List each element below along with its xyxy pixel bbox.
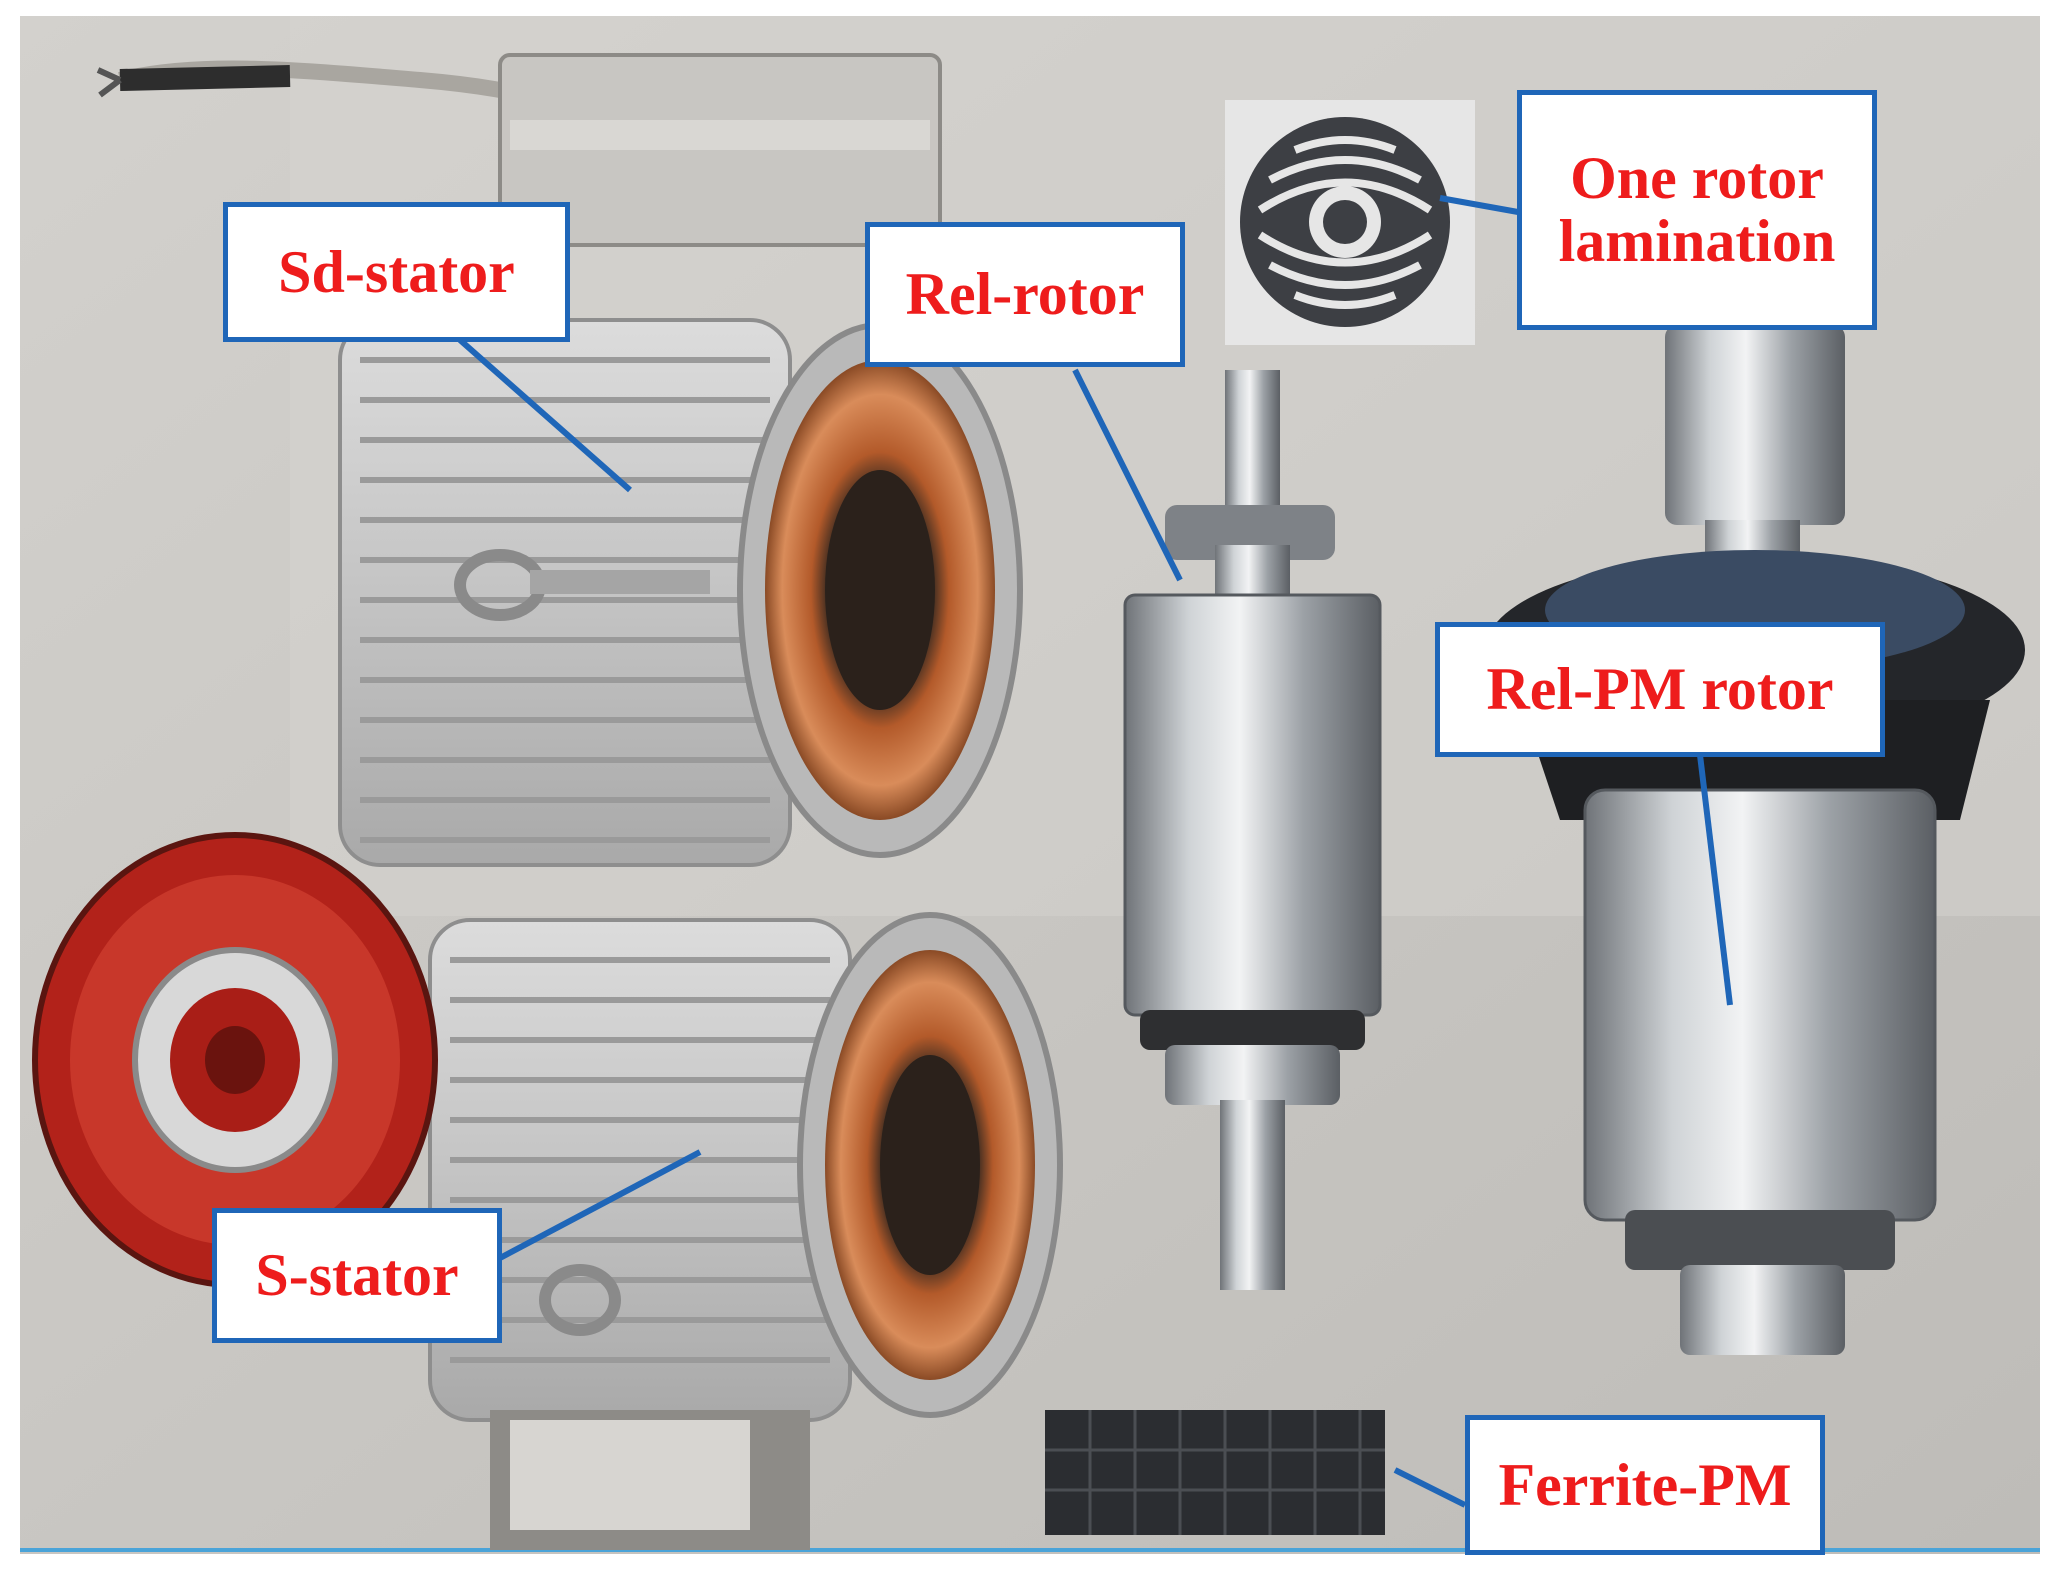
s-stator-body [428,912,1063,1550]
rotor-lamination-inset [1225,100,1475,345]
red-end-shield [32,832,438,1288]
leader-line-lamination [1439,195,1519,215]
label-rel-rotor: Rel-rotor [865,222,1185,367]
leader-line-s-stator [498,1149,702,1261]
label-ferrite-pm: Ferrite-PM [1465,1415,1825,1555]
label-s-stator: S-stator [212,1208,502,1343]
label-rel-pm-rotor: Rel-PM rotor [1435,622,1885,757]
leader-line-rel-rotor [1072,368,1183,582]
label-one-rotor-lamination: One rotor lamination [1517,90,1877,330]
rel-rotor-shaft [1123,370,1382,1290]
sd-stator-body [338,318,1023,867]
bottom-accent-line [20,1548,2040,1552]
leader-line-rel-pm-rotor [1697,754,1733,1006]
ferrite-pm-inset [1045,1410,1385,1535]
label-sd-stator: Sd-stator [223,202,570,342]
leader-line-ferrite-pm [1393,1467,1467,1508]
leader-line-sd-stator [458,337,632,493]
